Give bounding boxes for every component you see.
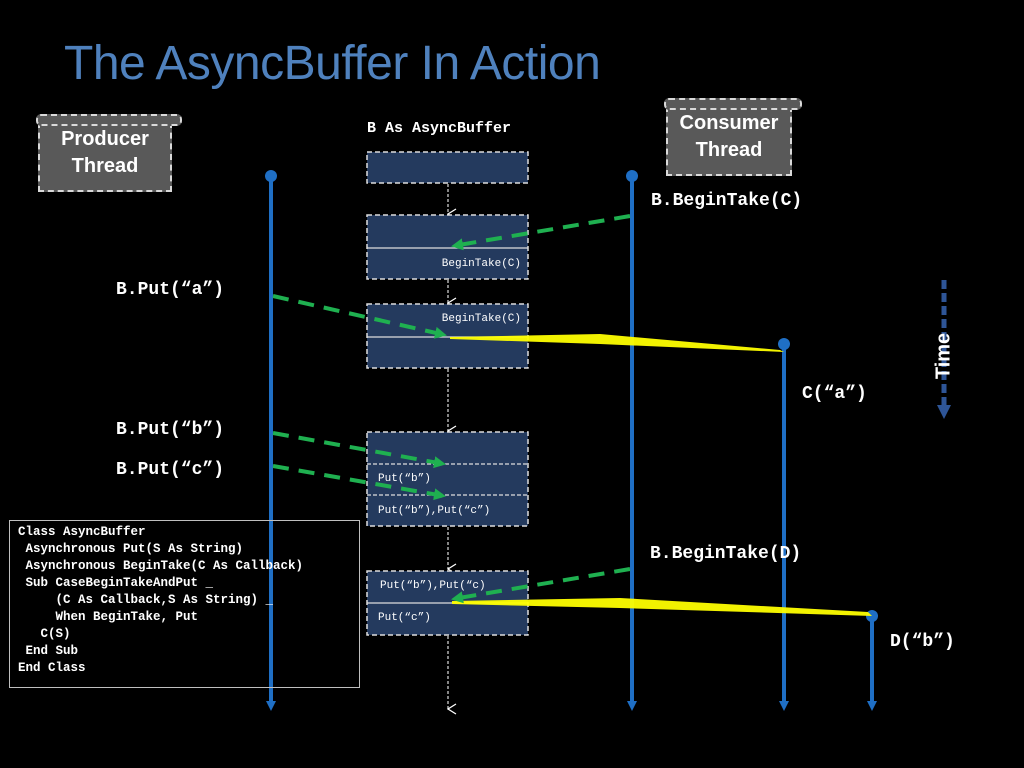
begin-take-d-label: B.BeginTake(D) [650,544,802,564]
callback-beam-d [452,598,872,616]
buffer-state-1 [366,151,529,184]
code-line: C(S) [18,627,71,641]
put-b-arrow [272,431,446,469]
producer-thread-label: Producer Thread [36,114,182,192]
begin-take-d-arrow [451,567,631,604]
scroll-decoration [664,98,802,110]
buffer-cell: Put(“b”),Put(“c”) [378,505,491,517]
begin-take-c-label: B.BeginTake(C) [651,191,803,211]
code-line: End Class [18,661,86,675]
code-line: Sub CaseBeginTakeAndPut _ [18,576,214,590]
time-label: Time [932,332,955,380]
code-line: Class AsyncBuffer [18,525,146,539]
begin-take-c-arrow [451,214,631,251]
producer-label-line2: Thread [71,155,139,177]
slide-title: The AsyncBuffer In Action [64,37,601,90]
consumer-label-line2: Thread [695,139,763,161]
code-line: Asynchronous BeginTake(C As Callback) [18,559,304,573]
code-line: Asynchronous Put(S As String) [18,542,244,556]
buffer-cell: Put(“c”) [378,612,431,624]
callback-beam-c [450,334,784,352]
put-c-arrow [272,464,446,501]
buffer-cell: Put(“b”),Put(“c) [380,580,486,592]
producer-label-line1: Producer [61,128,149,150]
code-listing: Class AsyncBuffer Asynchronous Put(S As … [9,520,360,688]
callback-c-label: C(“a”) [802,384,867,404]
callback-d-label: D(“b”) [890,632,955,652]
put-a-label: B.Put(“a”) [116,280,225,300]
put-a-arrow [272,294,447,339]
buffer-header: B As AsyncBuffer [367,120,512,137]
code-line: End Sub [18,644,79,658]
put-b-label: B.Put(“b”) [116,420,225,440]
scroll-decoration [36,114,182,126]
callback-c-lifeline [778,338,790,711]
consumer-thread-label: Consumer Thread [664,98,802,176]
code-line: When BeginTake, Put [18,610,199,624]
callback-d-lifeline [866,610,878,711]
buffer-cell: BeginTake(C) [441,313,521,325]
buffer-state-4 [366,431,529,527]
buffer-state-2 [366,214,529,280]
producer-lifeline [265,170,277,711]
buffer-cell: BeginTake(C) [441,258,521,270]
code-line: (C As Callback,S As String) _ [18,593,274,607]
consumer-label-line1: Consumer [679,112,779,134]
consumer-lifeline [626,170,638,711]
put-c-label: B.Put(“c”) [116,460,225,480]
buffer-cell: Put(“b”) [378,473,431,485]
